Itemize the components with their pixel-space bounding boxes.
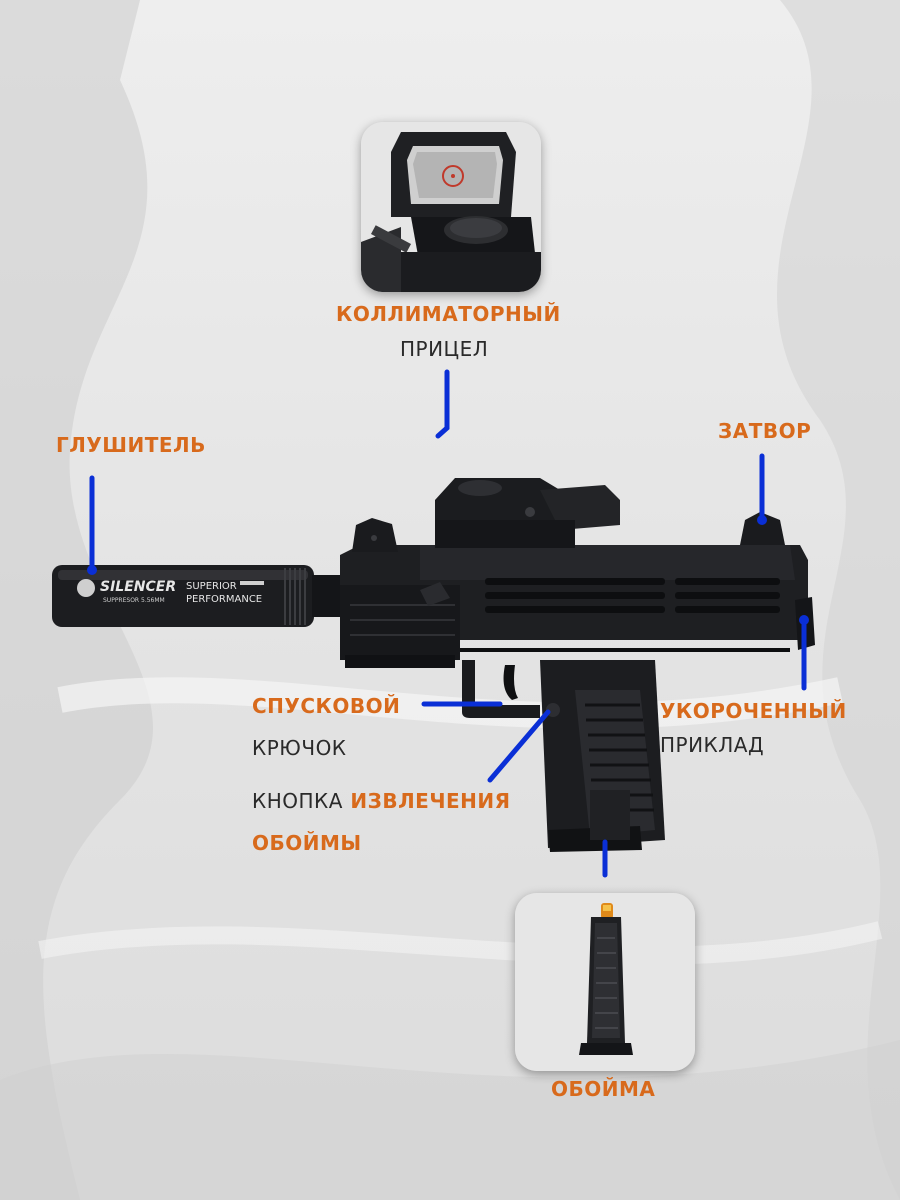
magazine-label: ОБОЙМА bbox=[551, 1077, 656, 1101]
trigger-label-1: СПУСКОВОЙ bbox=[252, 694, 401, 718]
stock-label-2: ПРИКЛАД bbox=[660, 733, 765, 757]
trigger-label-2: КРЮЧОК bbox=[252, 736, 347, 760]
release-label-2: ОБОЙМЫ bbox=[252, 831, 362, 855]
pointer-lines bbox=[89, 369, 807, 878]
trigger-assembly bbox=[462, 660, 540, 718]
silencer-label: ГЛУШИТЕЛЬ bbox=[56, 433, 206, 457]
pointer-dots bbox=[87, 515, 809, 625]
magazine-icon bbox=[515, 893, 695, 1071]
silencer-brand: SILENCER bbox=[100, 579, 176, 595]
grip bbox=[540, 660, 665, 852]
collimator-label-2: ПРИЦЕЛ bbox=[400, 337, 489, 361]
magazine-thumbnail bbox=[515, 893, 695, 1071]
sight-thumbnail bbox=[361, 122, 541, 292]
light-streak bbox=[38, 921, 883, 965]
mounted-sight bbox=[435, 478, 620, 548]
light-streak bbox=[57, 677, 843, 729]
eagle-logo-icon bbox=[77, 579, 95, 597]
collimator-label-1: КОЛЛИМАТОРНЫЙ bbox=[336, 302, 561, 326]
red-dot-sight-icon bbox=[361, 122, 541, 292]
release-word-1: КНОПКА bbox=[252, 789, 343, 813]
bottom-wave bbox=[0, 1040, 900, 1200]
silencer: SILENCER SUPERIOR SUPPRESOR 5.56MM PERFO… bbox=[52, 565, 340, 627]
receiver bbox=[340, 512, 815, 668]
stock-label-1: УКОРОЧЕННЫЙ bbox=[660, 699, 847, 723]
silencer-line-a: SUPERIOR bbox=[186, 581, 237, 592]
release-label-1: КНОПКА ИЗВЛЕЧЕНИЯ bbox=[252, 789, 511, 813]
release-word-2: ИЗВЛЕЧЕНИЯ bbox=[350, 789, 511, 813]
silencer-line-b: SUPPRESOR 5.56MM bbox=[103, 597, 165, 604]
silencer-line-c: PERFORMANCE bbox=[186, 594, 262, 605]
right-swirl bbox=[776, 0, 900, 1200]
bolt-label: ЗАТВОР bbox=[718, 419, 812, 443]
